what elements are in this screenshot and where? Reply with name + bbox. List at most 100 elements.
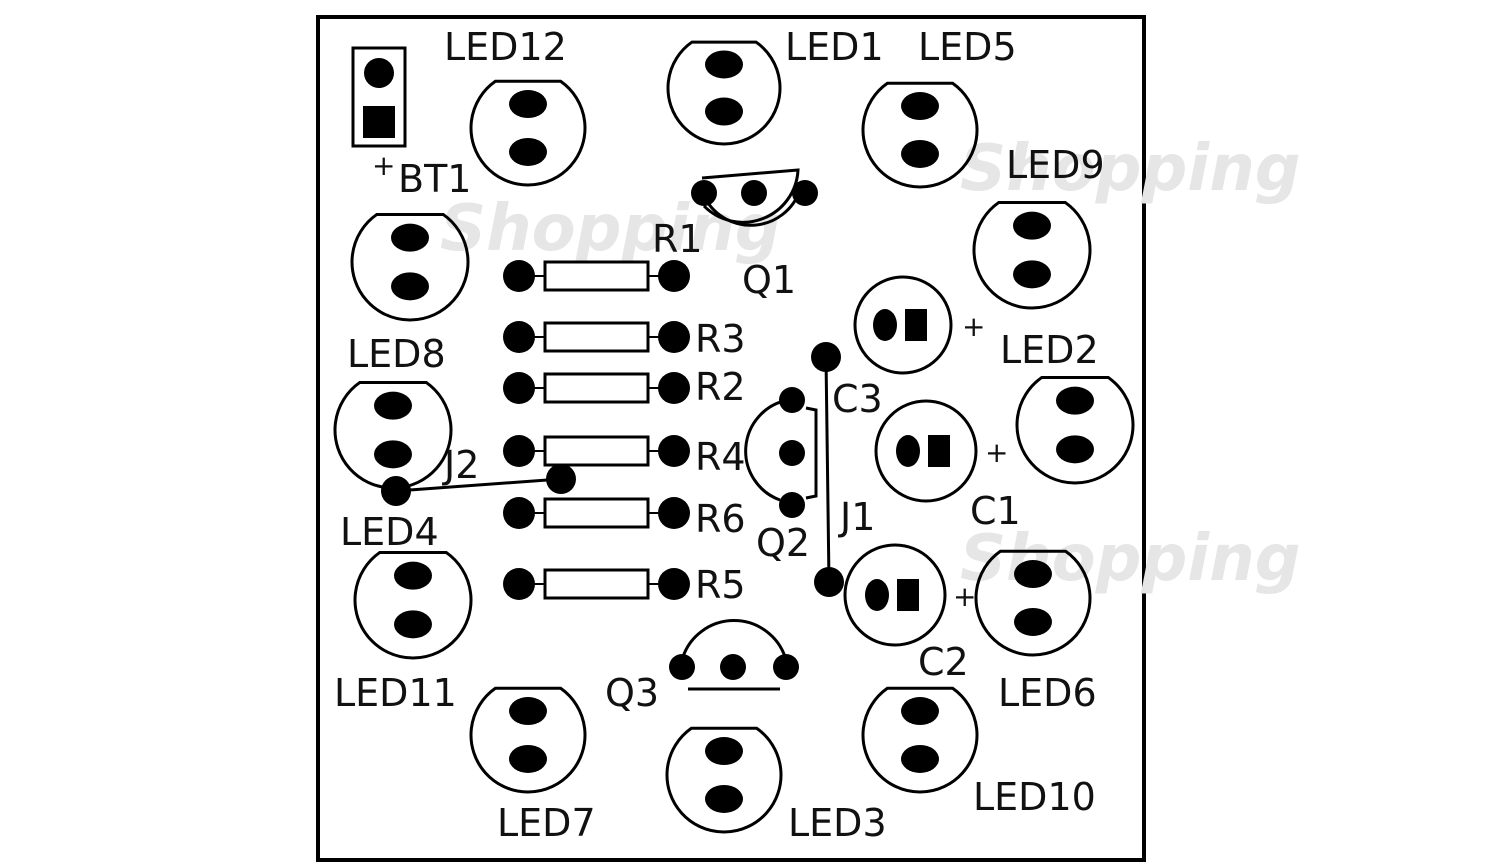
led-pad-cathode	[705, 97, 743, 126]
led-pad-anode	[1056, 386, 1094, 415]
capacitor-c3: + C3	[832, 275, 985, 421]
capacitor-label: C2	[918, 640, 969, 684]
capacitor-label: C1	[970, 489, 1021, 533]
led-led1: LED1	[666, 25, 884, 146]
transistor-q2: Q2	[744, 387, 818, 565]
jumper-pad	[381, 476, 411, 506]
transistor-label: Q3	[605, 671, 659, 715]
led-label: LED8	[347, 332, 446, 376]
watermark-text: Shopping	[960, 132, 1301, 206]
led-pad-anode	[391, 223, 429, 252]
resistor-pad-right	[658, 497, 690, 529]
resistor-r6: R6	[503, 497, 746, 541]
capacitor-pad-positive	[905, 309, 927, 341]
led-outline	[1015, 375, 1135, 485]
battery-bt1: +BT1	[351, 46, 471, 201]
capacitor-pad-negative	[865, 579, 889, 611]
resistor-label: R3	[695, 317, 746, 361]
resistor-body	[543, 435, 650, 467]
capacitor-plus-sign: +	[953, 580, 976, 613]
resistor-pad-right	[658, 260, 690, 292]
led-pad-anode	[705, 737, 743, 766]
watermark-text: Shopping	[960, 522, 1301, 596]
led-pad-cathode	[901, 139, 939, 168]
led-pad-anode	[1013, 211, 1051, 240]
jumper-wire	[824, 356, 831, 583]
transistor-outline-flat	[805, 406, 818, 500]
resistor-r5: R5	[503, 563, 746, 607]
led-pad-anode	[901, 697, 939, 726]
transistor-outline-arc	[680, 619, 788, 661]
capacitor-outline	[874, 399, 978, 503]
resistor-label: R6	[695, 497, 746, 541]
led-pad-cathode	[374, 440, 412, 469]
resistor-body	[543, 372, 650, 404]
capacitor-c1: +C1	[874, 399, 1021, 533]
resistor-label: R2	[695, 365, 746, 409]
led-pad-cathode	[391, 272, 429, 301]
capacitor-outline	[853, 275, 953, 375]
led-pad-cathode	[509, 744, 547, 773]
led-pad-anode	[901, 92, 939, 121]
capacitor-pad-negative	[873, 309, 897, 341]
led-outline	[974, 549, 1092, 657]
led-pad-cathode	[1056, 435, 1094, 464]
led-outline	[353, 550, 473, 660]
led-led7: LED7	[469, 686, 596, 845]
transistor-pad	[773, 654, 799, 680]
led-led10: LED10	[861, 686, 1096, 819]
led-led8: LED8	[333, 332, 453, 490]
led-label: LED1	[785, 25, 884, 69]
board-outline	[316, 15, 1146, 862]
capacitor-c2: + C2	[843, 543, 976, 684]
resistor-label: R5	[695, 563, 746, 607]
led-pad-anode	[394, 561, 432, 590]
transistor-pad	[779, 440, 805, 466]
led-pad-cathode	[901, 744, 939, 773]
battery-pad-square	[363, 106, 395, 138]
jumper-pad	[811, 342, 841, 372]
resistor-pad-right	[658, 435, 690, 467]
led-led9: LED9	[972, 143, 1105, 310]
battery-outline	[351, 46, 407, 148]
led-outline	[666, 40, 782, 146]
transistor-label: Q1	[742, 258, 796, 302]
transistor-pad	[691, 180, 717, 206]
led-pad-anode	[509, 90, 547, 119]
transistor-pad	[720, 654, 746, 680]
led-label: LED12	[444, 25, 567, 69]
led-outline	[469, 79, 587, 187]
led-label: LED2	[1000, 328, 1099, 372]
battery-pad-round	[364, 58, 394, 88]
led-label: LED3	[788, 801, 887, 845]
led-pad-cathode	[1013, 260, 1051, 289]
jumper-label: J2	[442, 443, 479, 487]
jumper-pad	[546, 464, 576, 494]
led-pad-cathode	[509, 137, 547, 166]
led-led6: LED6	[974, 549, 1097, 715]
led-label: LED5	[918, 25, 1017, 69]
led-label: LED4	[340, 510, 439, 554]
resistor-label: R4	[695, 435, 746, 479]
led-led2: LED2	[1000, 328, 1135, 485]
capacitor-label: C3	[832, 377, 883, 421]
led-outline	[350, 212, 470, 322]
transistor-pad	[792, 180, 818, 206]
led-pad-cathode	[705, 784, 743, 813]
resistor-pad-right	[658, 321, 690, 353]
led-led12: LED12	[444, 25, 587, 187]
battery-plus-sign: +	[372, 149, 395, 182]
led-pad-anode	[1014, 560, 1052, 589]
capacitor-pad-negative	[896, 435, 920, 467]
led-label: LED10	[973, 775, 1096, 819]
resistor-body	[543, 321, 650, 353]
led-outline	[861, 686, 979, 794]
transistor-q1: Q1	[691, 168, 818, 302]
capacitor-plus-sign: +	[962, 310, 985, 343]
transistor-outline	[701, 168, 800, 224]
transistor-pad	[779, 492, 805, 518]
